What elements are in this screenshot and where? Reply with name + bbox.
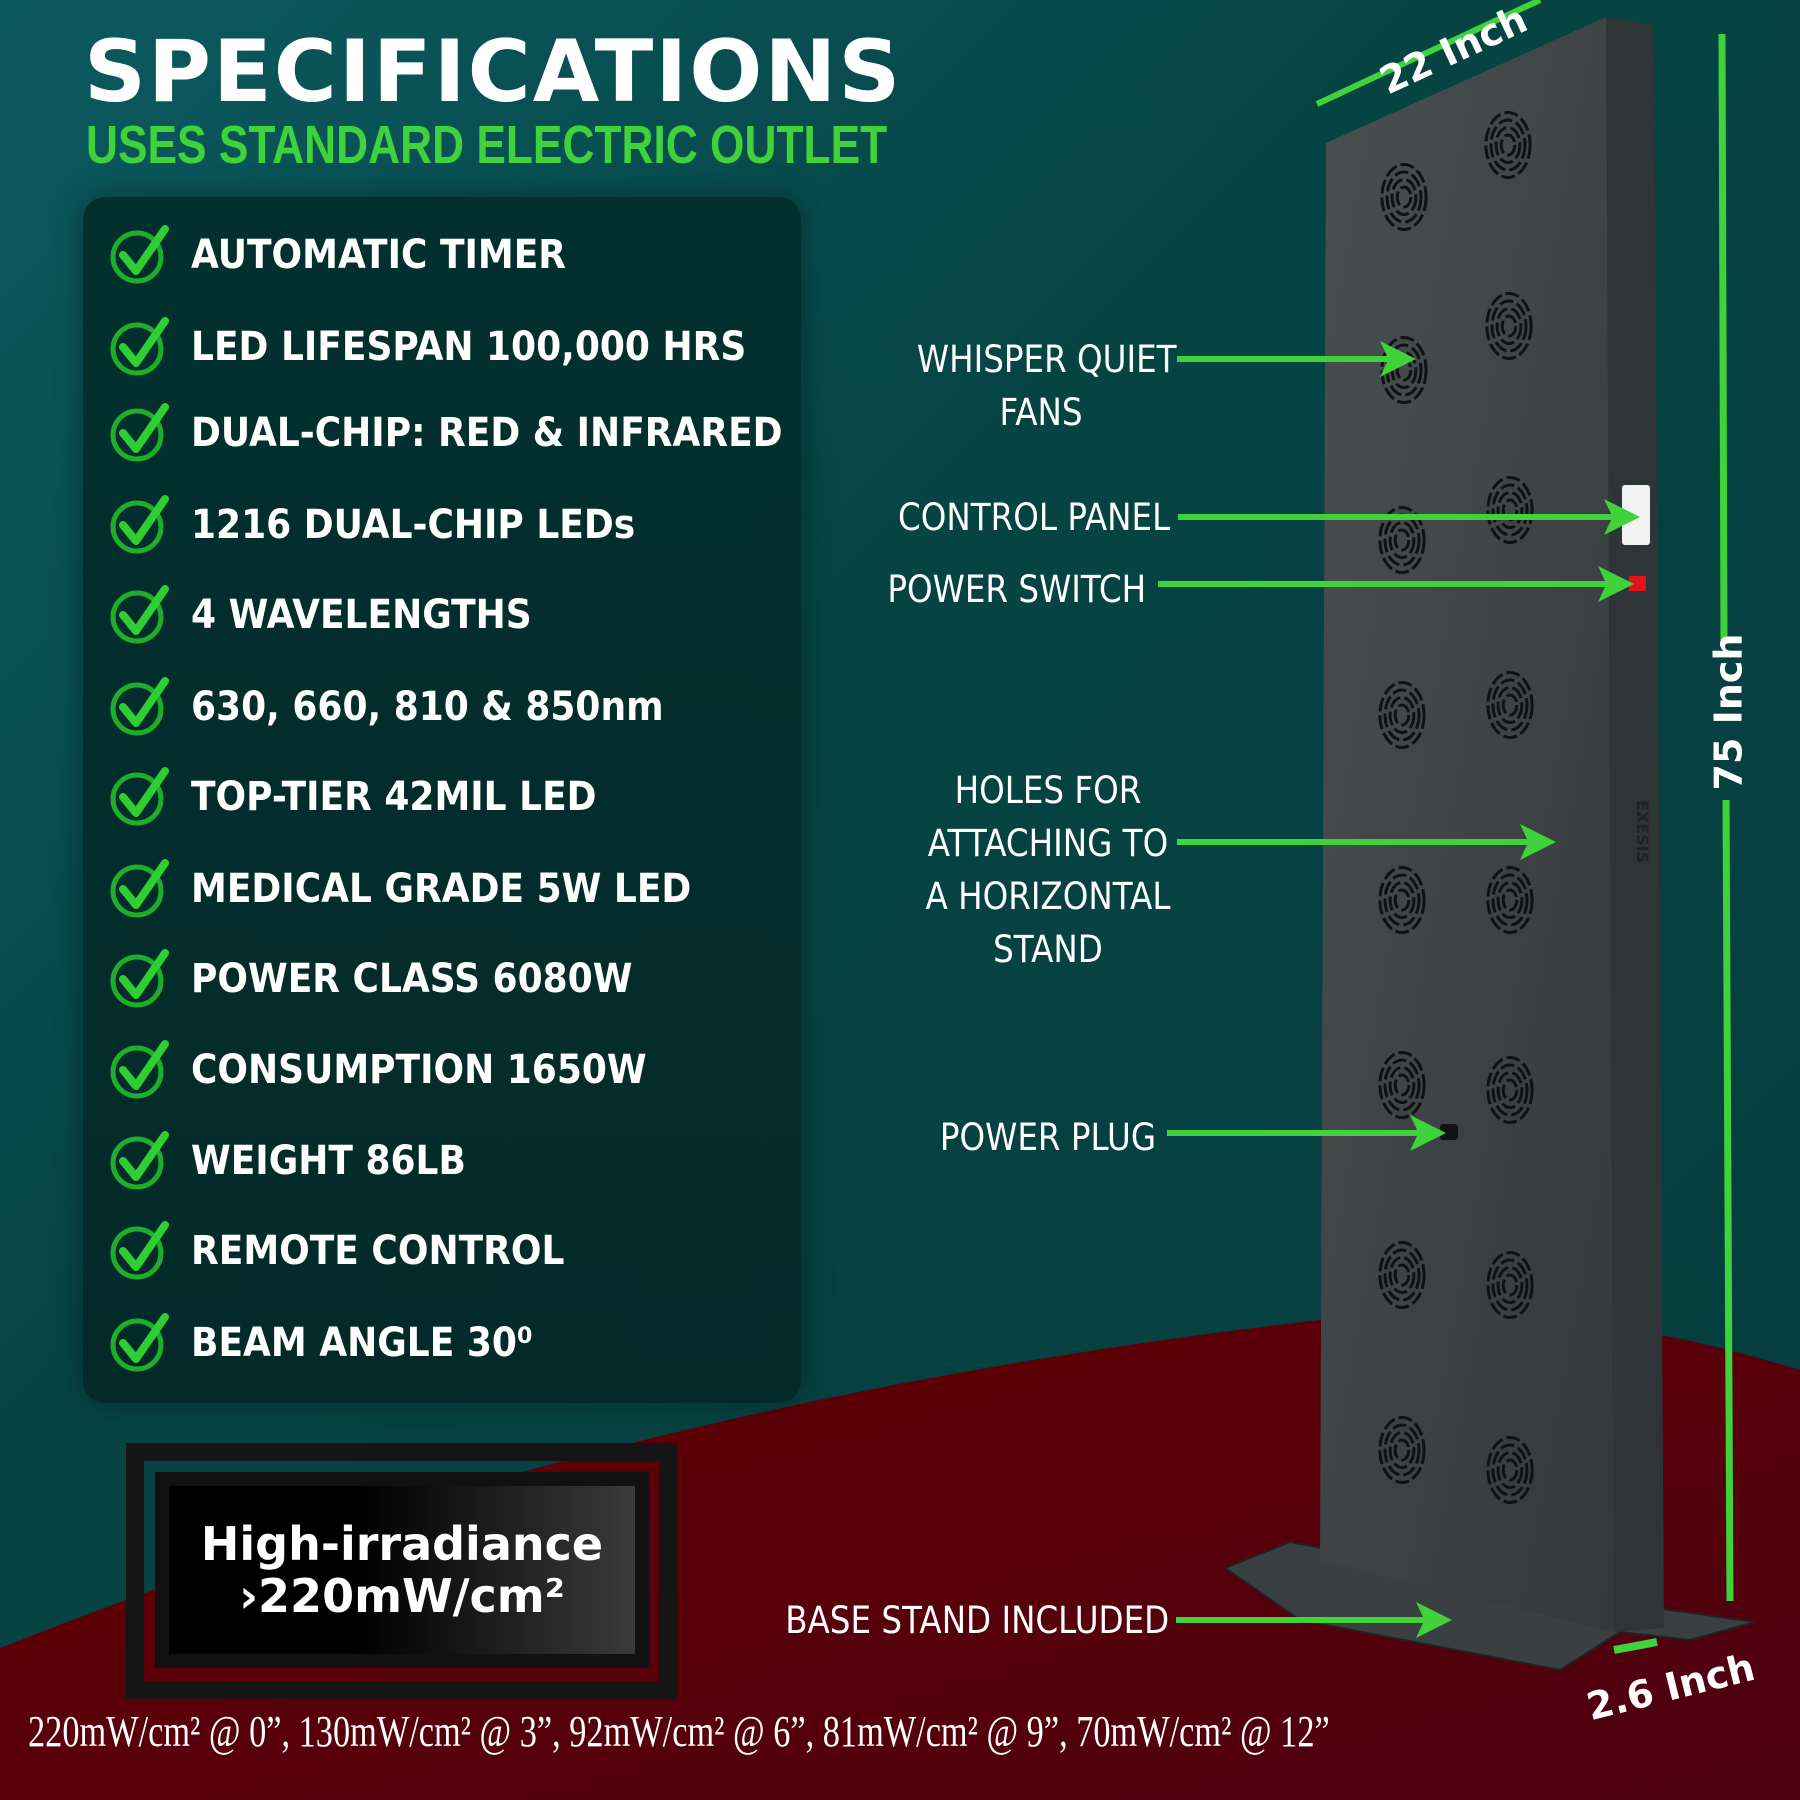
fan-grilles: [1378, 111, 1534, 1504]
check-icon: [110, 677, 169, 736]
fan-grille-icon: [1380, 163, 1428, 231]
fan-grille-icon: [1486, 1056, 1534, 1124]
fan-grille-icon: [1378, 1416, 1426, 1484]
spec-item: CONSUMPTION 1650W: [109, 1035, 697, 1105]
fan-grille-icon: [1486, 866, 1534, 934]
spec-item: WEIGHT 86LB: [109, 1126, 497, 1196]
page-title: SPECIFICATIONS: [84, 22, 903, 122]
check-icon: [110, 1313, 169, 1372]
spec-item: MEDICAL GRADE 5W LED: [109, 854, 747, 924]
check-icon: [110, 403, 169, 462]
check-icon: [110, 1221, 169, 1280]
fan-grille-icon: [1486, 671, 1534, 739]
page-subtitle: USES STANDARD ELECTRIC OUTLET: [86, 115, 888, 175]
spec-item-label: CONSUMPTION 1650W: [191, 1047, 647, 1093]
spec-item: LED LIFESPAN 100,000 HRS: [109, 312, 808, 382]
spec-item: POWER CLASS 6080W: [109, 944, 682, 1014]
irradiance-line2: ›220mW/cm²: [239, 1569, 565, 1623]
spec-item-label: 4 WAVELENGTHS: [191, 592, 532, 638]
fans-label-line2: FANS: [999, 391, 1083, 434]
width-dimension-line: [1315, 0, 1542, 107]
irradiance-readings: 220mW/cm² @ 0”, 130mW/cm² @ 3”, 92mW/cm²…: [28, 1707, 1330, 1756]
fan-grille-icon: [1378, 506, 1426, 574]
spec-item: BEAM ANGLE 30⁰: [109, 1308, 571, 1378]
device-front: [1320, 17, 1614, 1632]
holes-label-line1: HOLES FOR: [954, 769, 1142, 812]
check-icon: [110, 1131, 169, 1190]
spec-item: 630, 660, 810 & 850nm: [109, 672, 716, 742]
spec-item-label: WEIGHT 86LB: [191, 1138, 466, 1184]
check-icon: [110, 225, 169, 284]
irradiance-badge: High-irradiance ›220mW/cm²: [155, 1472, 649, 1668]
spec-item: 4 WAVELENGTHS: [109, 580, 570, 650]
check-icon: [110, 1040, 169, 1099]
spec-item: 1216 DUAL-CHIP LEDs: [109, 490, 685, 560]
spec-item: REMOTE CONTROL: [109, 1216, 606, 1286]
check-icon: [110, 949, 169, 1008]
spec-item-label: MEDICAL GRADE 5W LED: [191, 866, 692, 912]
fan-grille-icon: [1378, 681, 1426, 749]
height-dimension-line: [1718, 33, 1728, 641]
base-stand-label: BASE STAND INCLUDED: [785, 1599, 1170, 1642]
spec-item: DUAL-CHIP: RED & INFRARED: [109, 398, 848, 468]
power-switch-icon: [1629, 576, 1646, 591]
fans-label-line1: WHISPER QUIET: [916, 338, 1177, 381]
power-plug-icon: [1440, 1124, 1458, 1140]
holes-label-line2: ATTACHING TO: [927, 822, 1169, 865]
spec-item-label: 1216 DUAL-CHIP LEDs: [191, 502, 636, 548]
spec-list-panel: AUTOMATIC TIMER LED LIFESPAN 100,000 HRS D…: [83, 197, 801, 1403]
irradiance-frame: [126, 1443, 677, 1699]
check-icon: [110, 767, 169, 826]
check-icon: [110, 859, 169, 918]
fan-grille-icon: [1486, 1251, 1534, 1319]
fan-grille-icon: [1486, 1436, 1534, 1504]
power-plug-label: POWER PLUG: [939, 1116, 1157, 1159]
spec-item-label: LED LIFESPAN 100,000 HRS: [191, 324, 747, 370]
spec-item-label: DUAL-CHIP: RED & INFRARED: [191, 410, 783, 456]
irradiance-line1: High-irradiance: [200, 1517, 604, 1571]
holes-label-line4: STAND: [993, 928, 1103, 971]
fan-grille-icon: [1486, 476, 1534, 544]
check-icon: [110, 585, 169, 644]
fan-grille-icon: [1485, 292, 1533, 360]
brand-logo: EXESIS: [1633, 800, 1652, 863]
holes-label-line3: A HORIZONTAL: [925, 875, 1171, 918]
spec-item: TOP-TIER 42MIL LED: [109, 762, 642, 832]
device-side: [1606, 17, 1664, 1632]
control-panel-label: CONTROL PANEL: [898, 496, 1171, 539]
fan-grille-icon: [1378, 1241, 1426, 1309]
spec-item: AUTOMATIC TIMER: [109, 220, 608, 290]
depth-dimension-line: [1613, 1638, 1658, 1654]
spec-item-label: AUTOMATIC TIMER: [191, 232, 567, 278]
check-icon: [110, 317, 169, 376]
height-dimension-line-lower: [1722, 799, 1734, 1602]
power-switch-label: POWER SWITCH: [887, 568, 1147, 611]
spec-item-label: REMOTE CONTROL: [191, 1228, 565, 1274]
spec-item-label: TOP-TIER 42MIL LED: [191, 774, 597, 820]
fan-grille-icon: [1378, 1051, 1426, 1119]
spec-item-label: POWER CLASS 6080W: [191, 956, 633, 1002]
fan-grille-icon: [1378, 866, 1426, 934]
check-icon: [110, 495, 169, 554]
height-dimension-label: 75 Inch: [1706, 633, 1751, 791]
spec-item-label: BEAM ANGLE 30⁰: [191, 1320, 533, 1366]
spec-item-label: 630, 660, 810 & 850nm: [191, 684, 664, 730]
fan-grille-icon: [1484, 111, 1532, 179]
